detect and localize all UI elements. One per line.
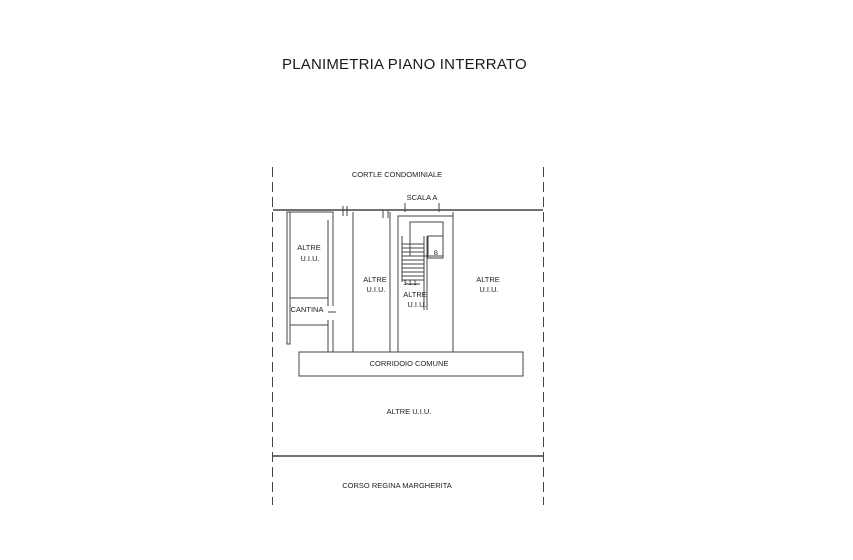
mid-unit-label-2: U.I.U. xyxy=(366,285,385,294)
left-unit-label-1: ALTRE xyxy=(297,243,321,252)
stair-unit-label-1: ALTRE xyxy=(403,290,427,299)
courtyard-label: CORTLE CONDOMINIALE xyxy=(352,170,442,179)
stair-label: SCALA A xyxy=(407,193,438,202)
stair-landing xyxy=(427,235,444,259)
stair-treads xyxy=(402,243,424,281)
bottom-unit-label: ALTRE U.I.U. xyxy=(387,407,432,416)
left-unit-label-2: U.I.U. xyxy=(300,254,319,263)
mid-unit-label-1: ALTRE xyxy=(363,275,387,284)
street-label: CORSO REGINA MARGHERITA xyxy=(342,481,451,490)
corridor xyxy=(298,351,524,377)
page-title: PLANIMETRIA PIANO INTERRATO xyxy=(282,56,527,73)
left-rooms-outline xyxy=(290,211,334,352)
stair-unit-label-2: U.I.U. xyxy=(407,300,426,309)
corridor-label: CORRIDOIO COMUNE xyxy=(370,359,449,368)
stair-small-mark: 3 1 1 xyxy=(403,281,417,287)
stair-mark: B xyxy=(434,251,438,257)
right-unit-label-2: U.I.U. xyxy=(479,285,498,294)
cellar-label: CANTINA xyxy=(291,305,324,314)
right-unit-label-1: ALTRE xyxy=(476,275,500,284)
left-wall xyxy=(286,211,291,345)
